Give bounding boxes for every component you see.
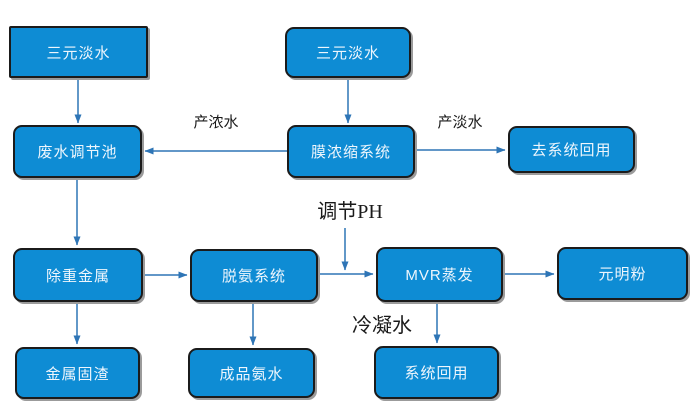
flow-label-condensate-water: 冷凝水 [352,315,412,337]
flow-node-label-yuanmingfen: 元明粉 [598,266,647,283]
flow-node-label-to-system-reuse: 去系统回用 [531,142,612,159]
flow-node-label-heavy-metal-removal: 除重金属 [45,267,110,285]
flow-node-mvr-evaporation: MVR蒸发 [376,247,503,302]
flow-label-produce-concentrated-water: 产浓水 [193,115,239,131]
flow-node-label-sanyuan-freshwater-mid: 三元淡水 [315,45,380,62]
flow-node-wastewater-adjust-tank: 废水调节池 [13,125,142,178]
flow-node-label-ammonia-product: 成品氨水 [219,365,284,383]
flow-node-label-membrane-concentration: 膜浓缩系统 [310,144,391,161]
flow-node-ammonia-product: 成品氨水 [188,348,315,398]
flow-node-yuanmingfen: 元明粉 [557,247,688,300]
flow-node-system-reuse: 系统回用 [374,346,499,399]
flow-node-membrane-concentration: 膜浓缩系统 [287,125,415,178]
flow-node-label-mvr-evaporation: MVR蒸发 [405,267,474,284]
flow-node-deamination-system: 脱氨系统 [190,249,318,302]
flow-label-produce-fresh-water: 产淡水 [437,115,483,131]
flow-node-label-deamination-system: 脱氨系统 [221,268,286,285]
flow-node-heavy-metal-removal: 除重金属 [13,248,143,302]
flow-node-metal-solid-slag: 金属固渣 [15,347,140,399]
flow-node-label-sanyuan-freshwater-left: 三元淡水 [46,44,111,62]
flow-node-label-wastewater-adjust-tank: 废水调节池 [37,144,118,161]
flow-node-to-system-reuse: 去系统回用 [508,126,635,173]
flow-node-sanyuan-freshwater-mid: 三元淡水 [285,27,411,78]
flow-node-sanyuan-freshwater-left: 三元淡水 [9,26,148,78]
flow-node-label-metal-solid-slag: 金属固渣 [45,365,110,383]
flow-label-adjust-ph: 调节PH [317,201,383,223]
flow-node-label-system-reuse: 系统回用 [404,365,469,382]
